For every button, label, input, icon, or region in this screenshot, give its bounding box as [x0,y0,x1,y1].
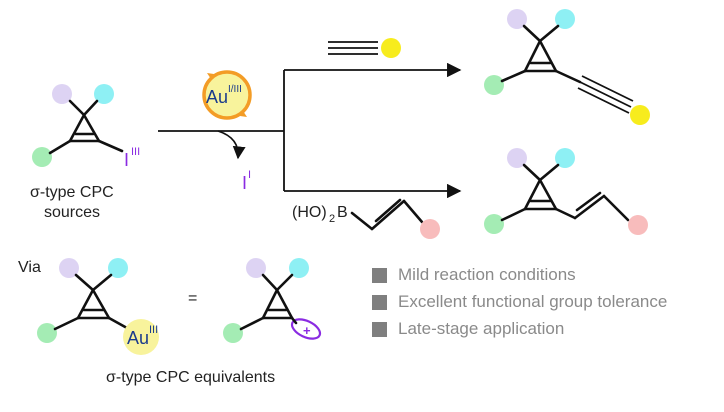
substituent-green-circle [37,323,57,343]
substituent-lavender-circle [507,9,527,29]
iodine-oxidation-state: III [131,146,140,158]
source-caption-line2: sources [44,204,100,221]
cpc-source-molecule: I III [32,84,140,170]
boronic-atom: B [337,204,348,221]
feature-text: Late-stage application [398,319,565,338]
source-caption-line1: σ-type CPC [30,184,114,201]
catalyst-oxidation-state: I/III [228,84,242,95]
feature-item-late-stage-application: Late-stage application [372,317,564,341]
substituent-lavender-circle [246,258,266,278]
catalyst-metal: Au [206,87,228,107]
substituent-cyan-circle [108,258,128,278]
iodine-label: I [124,150,129,170]
substituent-cyan-circle [555,9,575,29]
equals-sign: = [188,290,197,307]
gold-highlight-circle [123,319,159,355]
cation-cpc-equivalent: + [223,258,322,343]
substituent-lavender-circle [59,258,79,278]
gold-catalyst-badge: Au I/III [202,70,252,120]
terminal-alkyne-reagent [328,38,401,58]
byproduct-symbol: I [242,173,247,193]
byproduct-oxidation-state: I [248,169,251,181]
byproduct-arrow [217,130,246,160]
substituent-yellow-circle [381,38,401,58]
substituent-cyan-circle [94,84,114,104]
substituent-green-circle [32,147,52,167]
feature-text: Mild reaction conditions [398,265,576,284]
empty-orbital-lobe [290,318,322,340]
feature-item-mild-conditions: Mild reaction conditions [372,263,576,287]
substituent-green-circle [223,323,243,343]
feature-item-functional-group-tolerance: Excellent functional group tolerance [372,290,667,314]
cation-charge: + [303,323,311,338]
via-label: Via [18,259,41,276]
substituent-pink-circle [628,215,648,235]
substituent-cyan-circle [289,258,309,278]
gold-label: Au [127,328,149,348]
substituent-green-circle [484,75,504,95]
substituent-lavender-circle [52,84,72,104]
substituent-green-circle [484,214,504,234]
substituent-cyan-circle [555,148,575,168]
feature-text: Excellent functional group tolerance [398,292,668,311]
equivalents-caption: σ-type CPC equivalents [106,369,275,386]
substituent-lavender-circle [507,148,527,168]
bullet-square-icon [372,321,387,337]
substituent-yellow-circle [630,105,650,125]
gold-cpc-equivalent: Au III [37,258,159,355]
boronic-prefix: (HO) [292,204,327,221]
gold-oxidation-state: III [149,324,158,336]
bullet-square-icon [372,294,387,310]
vinyl-boronic-acid-reagent: (HO) 2 B [292,198,440,239]
bullet-square-icon [372,267,387,283]
substituent-pink-circle [420,219,440,239]
boronic-subscript: 2 [329,213,335,225]
alkenyl-product-molecule [484,148,648,235]
alkynyl-product-molecule [484,9,650,125]
